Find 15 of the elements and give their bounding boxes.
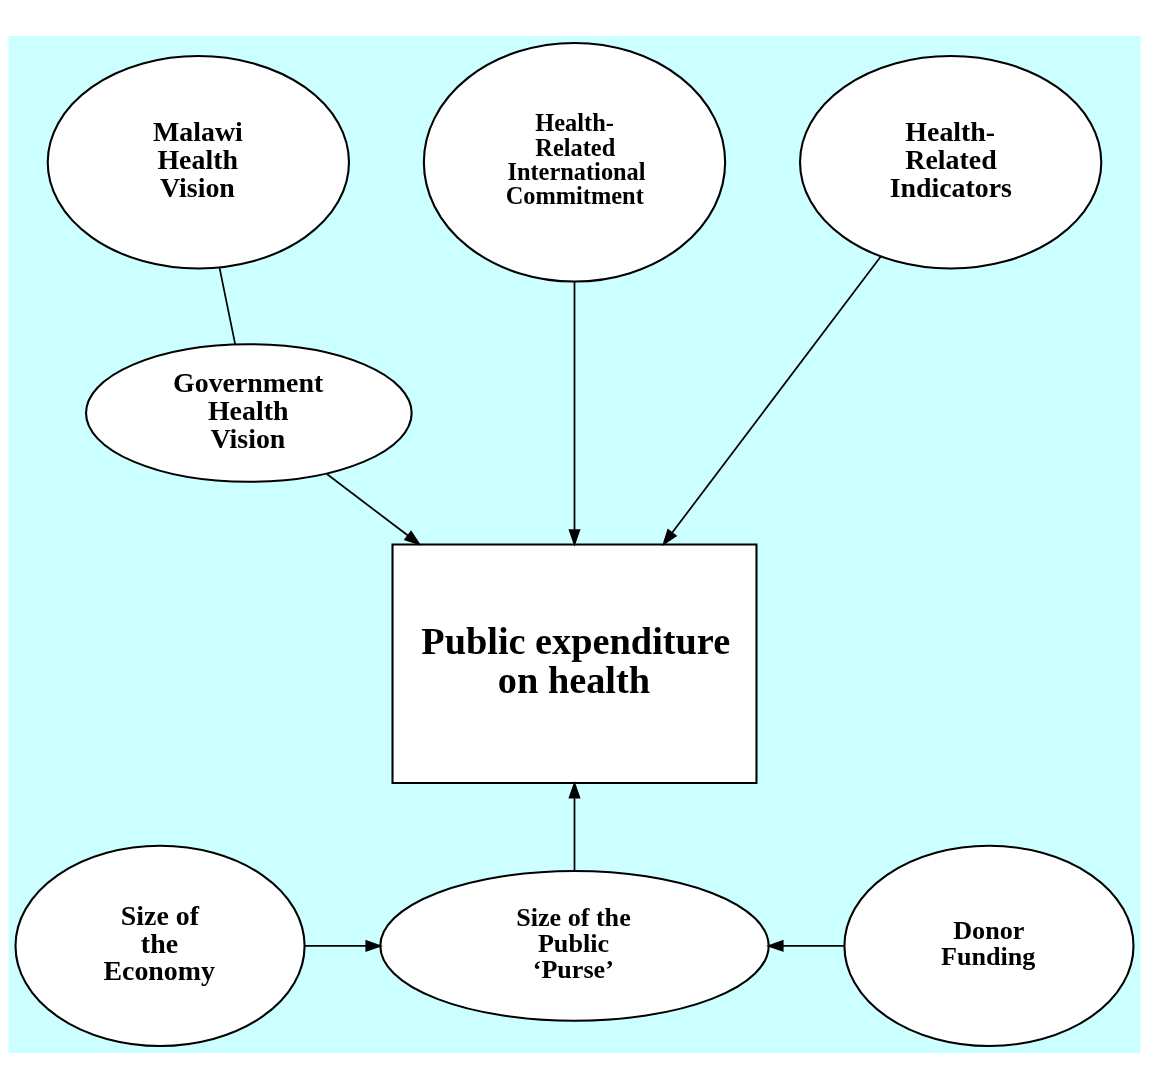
node-ellipse: Size of the Economy: [14, 844, 306, 1047]
arrow: [766, 939, 845, 952]
connector: [218, 266, 236, 345]
node-ellipse: Health- Related Indicators: [798, 54, 1103, 270]
node-ellipse: Health- Related International Commitment: [422, 41, 727, 283]
node-ellipse: Size of the Public ‘Purse’: [379, 869, 770, 1022]
node-box: Public expenditure on health: [391, 542, 758, 784]
arrow: [568, 780, 581, 871]
arrow: [326, 472, 422, 546]
arrow: [304, 939, 383, 952]
node-ellipse: Malawi Health Vision: [46, 54, 351, 270]
node-ellipse: Donor Funding: [843, 844, 1135, 1047]
arrow: [662, 255, 882, 546]
node-ellipse: Government Health Vision: [85, 342, 413, 483]
arrow: [568, 280, 581, 547]
